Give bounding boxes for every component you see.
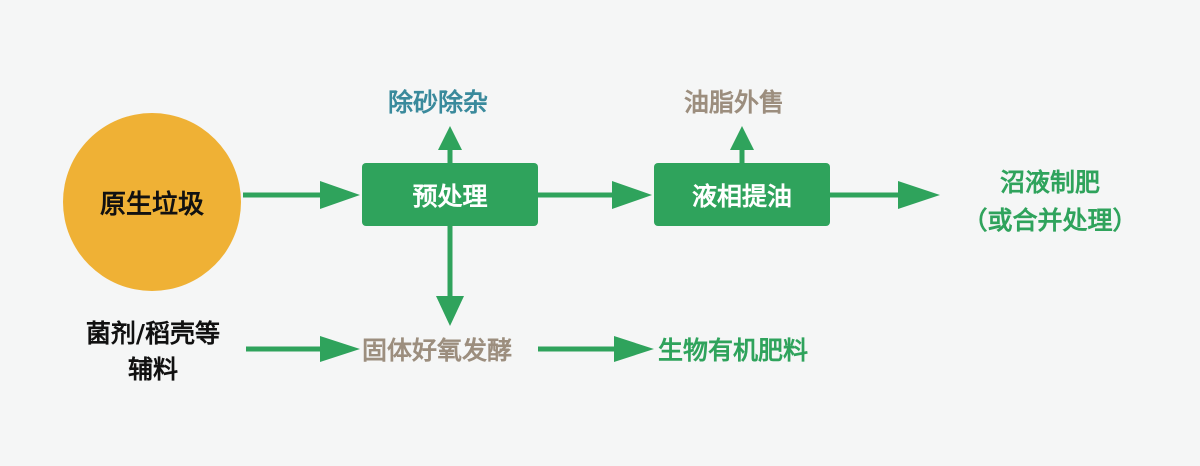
sand-removal-label: 除砂除杂 [388,88,489,117]
raw-waste-node: 原生垃圾 [63,113,241,291]
pretreatment-label: 预处理 [412,181,488,211]
arrow-pretreatment-to-oil [538,181,652,209]
oil-extraction-label: 液相提油 [691,181,792,211]
auxiliary-line-1: 菌剂/稻壳等 [85,319,221,348]
auxiliary-materials-label: 菌剂/稻壳等 辅料 [48,316,258,388]
arrow-pretreatment-to-compost [436,226,464,326]
biogas-line-2: （或合并处理） [962,206,1138,235]
aerobic-composting-label: 固体好氧发酵 [362,336,513,365]
pretreatment-node: 预处理 [362,163,538,226]
auxiliary-line-2: 辅料 [127,355,178,384]
grease-sale-label: 油脂外售 [684,88,785,117]
arrow-oil-to-biogas [830,181,940,209]
arrow-raw-to-pretreatment [243,181,360,209]
biogas-fertilizer-label: 沼液制肥 （或合并处理） [950,164,1150,240]
arrow-auxiliary-to-compost [246,336,360,362]
oil-extraction-node: 液相提油 [654,163,830,226]
arrow-compost-to-organic [538,336,654,362]
arrow-oil-to-grease [730,126,754,163]
biogas-line-1: 沼液制肥 [999,168,1100,197]
organic-fertilizer-label: 生物有机肥料 [658,336,809,365]
arrow-pretreatment-to-sand [438,126,462,163]
raw-waste-label: 原生垃圾 [99,189,204,220]
